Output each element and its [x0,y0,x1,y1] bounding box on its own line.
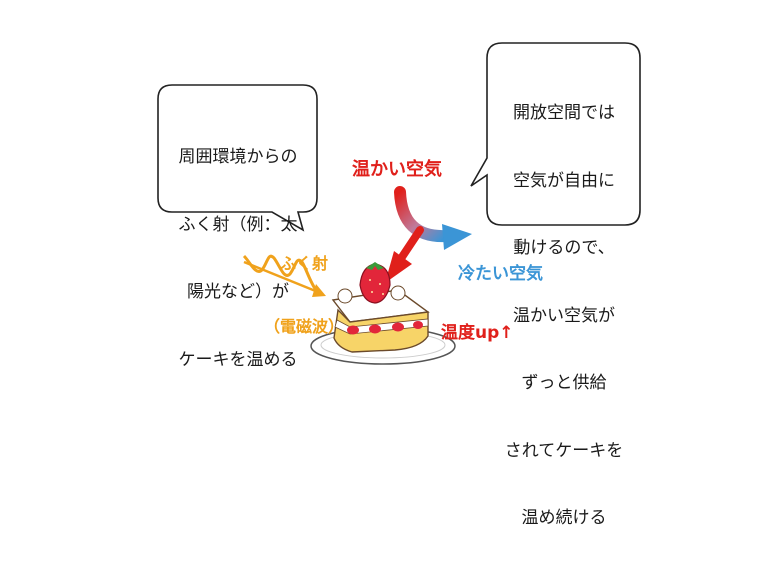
bubble-right-line: 温め続ける [521,508,607,528]
temp-up-label: 温度up↑ [441,323,514,343]
bubble-right-text: 開放空間では 空気が自由に 動けるので、 温かい空気が ずっと供給 されてケーキ… [489,57,639,575]
bubble-left-line: 陽光など）が [187,282,289,302]
bubble-right-line: 動けるので、 [513,238,615,258]
warm-air-label: 温かい空気 [352,159,442,180]
bubble-left-text: 周囲環境からの ふく射（例：太 陽光など）が ケーキを温める [160,101,316,416]
speech-bubble-right [470,42,641,226]
bubble-right-line: 温かい空気が [513,305,615,326]
radiation-label-line2: （電磁波） [263,317,344,336]
bubble-right-line: されてケーキを [504,440,624,461]
diagram-svg [157,42,641,365]
cool-air-label: 冷たい空気 [458,264,543,284]
curved-arrow-icon [394,186,472,250]
down-arrow-icon [385,226,424,283]
radiation-label-line1: ふく射 [279,254,328,273]
bubble-right-line: ずっと供給 [521,373,607,393]
bubble-left-line: ケーキを温める [178,349,298,370]
diagram-stage: 周囲環境からの ふく射（例：太 陽光など）が ケーキを温める 開放空間では 空気… [157,42,641,528]
speech-bubble-left [157,84,318,232]
wavy-arrow-icon [242,254,326,297]
bubble-left-line: ふく射（例：太 [178,214,298,235]
cake-icon [310,262,456,365]
bubble-right-line: 空気が自由に [513,170,615,191]
bubble-left-line: 周囲環境からの [178,147,298,167]
bubble-right-line: 開放空間では [513,103,615,123]
radiation-label: ふく射 （電磁波） [256,211,352,379]
